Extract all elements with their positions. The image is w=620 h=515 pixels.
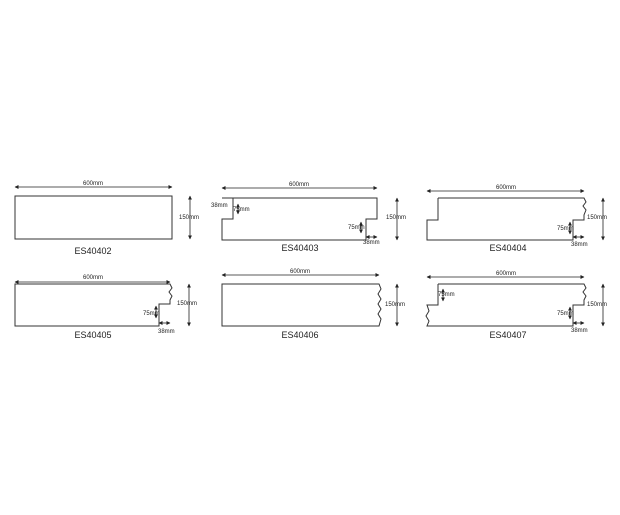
profile-panel-es40402: 600mm 150mm ES40402 <box>14 181 199 256</box>
profile-outline <box>14 195 173 240</box>
profile-panel-es40405: 600mm 150mm 75mm 38mm ES40405 <box>14 275 197 340</box>
height-label: 150mm <box>587 215 607 221</box>
length-label: 600mm <box>289 182 309 188</box>
notch-depth-label: 38mm <box>571 328 588 334</box>
length-label: 600mm <box>83 275 103 281</box>
notch-height-label: 75mm <box>557 311 574 317</box>
profile-outline <box>221 197 378 241</box>
profile-outline <box>221 283 382 327</box>
length-label: 600mm <box>290 269 310 275</box>
profile-outline <box>426 197 587 241</box>
notch-depth-label: 38mm <box>571 242 588 248</box>
height-label: 150mm <box>177 301 197 307</box>
profile-code: ES40407 <box>489 330 526 340</box>
profile-panel-es40407: 600mm 150mm 75mm 75mm 38mm ES40407 <box>425 271 607 340</box>
notch-height-label: 75mm <box>143 311 160 317</box>
notch-height-label: 75mm <box>438 292 455 298</box>
profile-code: ES40405 <box>74 330 111 340</box>
notch-depth-label: 38mm <box>363 240 380 246</box>
height-label: 150mm <box>179 215 199 221</box>
height-label: 150mm <box>386 215 406 221</box>
length-label: 600mm <box>496 271 516 277</box>
notch-depth-label: 38mm <box>211 203 228 209</box>
profile-outline <box>425 283 587 327</box>
profile-code: ES40402 <box>74 246 111 256</box>
profile-code: ES40403 <box>281 243 318 253</box>
profile-panel-es40406: 600mm 150mm ES40406 <box>221 269 405 340</box>
notch-height-label: 75mm <box>233 207 250 213</box>
length-label: 600mm <box>496 185 516 191</box>
height-label: 150mm <box>587 302 607 308</box>
length-label: 600mm <box>83 181 103 187</box>
notch-depth-label: 38mm <box>158 329 175 335</box>
profile-code: ES40404 <box>489 243 526 253</box>
profile-panel-es40403: 600mm 150mm 38mm 75mm 75mm 38mm ES40403 <box>211 182 406 253</box>
profile-code: ES40406 <box>281 330 318 340</box>
notch-height-label: 75mm <box>557 226 574 232</box>
height-label: 150mm <box>385 302 405 308</box>
profile-outline <box>14 283 173 327</box>
profile-panel-es40404: 600mm 150mm 75mm 38mm ES40404 <box>426 185 607 253</box>
notch-height-label: 75mm <box>348 225 365 231</box>
